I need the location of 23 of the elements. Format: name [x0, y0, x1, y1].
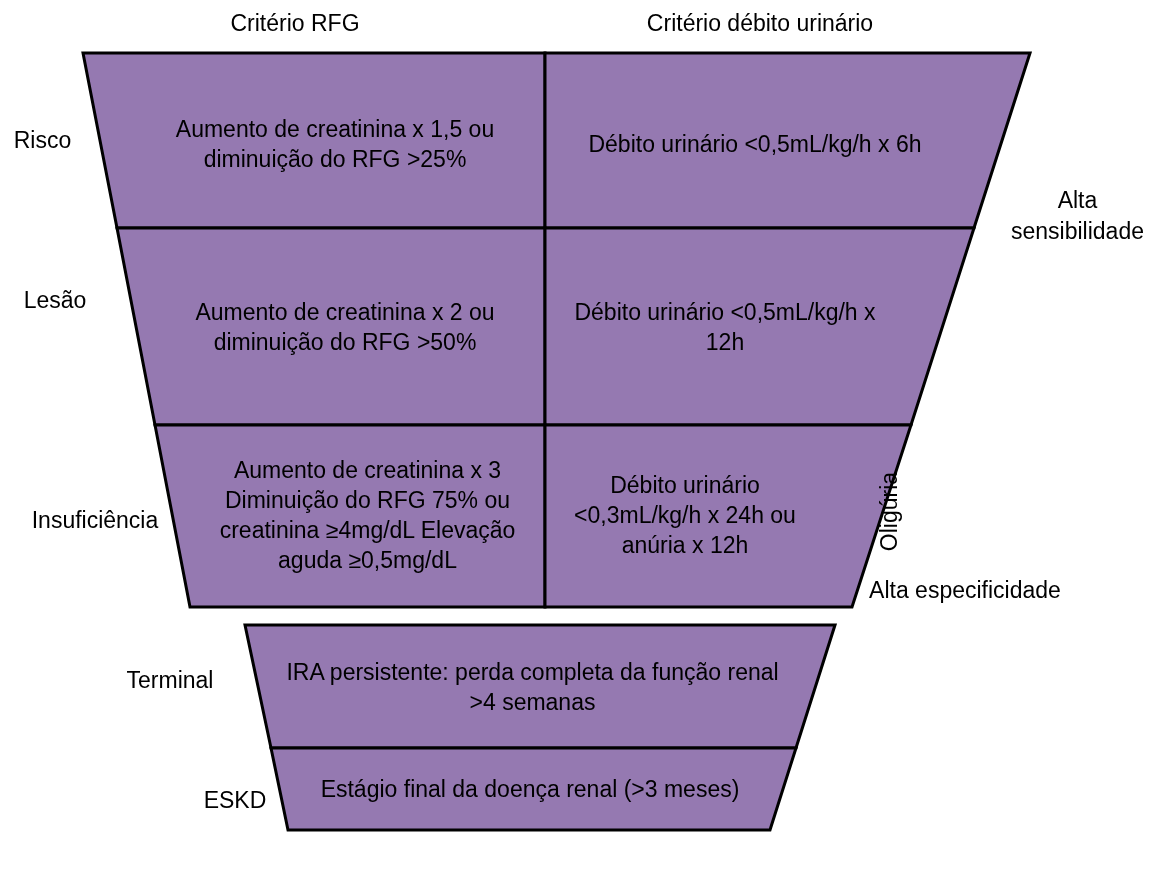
funnel-segment — [269, 746, 798, 832]
criteria-text: Aumento de creatinina x 3 Diminuição do RFG 75% ou creatinina ≥4mg/dL Elevação aguda ≥0,5mg/dL — [218, 456, 517, 575]
criteria-text: IRA persistente: perda completa da função renal >4 semanas — [285, 657, 780, 717]
funnel-segment — [543, 226, 976, 427]
row-heading: Insuficiência — [30, 506, 160, 535]
row-heading: Risco — [12, 126, 73, 155]
funnel-segment — [115, 226, 547, 427]
row-heading: Lesão — [22, 286, 88, 315]
funnel-segment — [543, 423, 913, 609]
criteria-text: Aumento de creatinina x 2 ou diminuição do RFG >50% — [194, 297, 496, 357]
funnel-segment — [81, 51, 547, 230]
funnel-segment — [243, 623, 837, 750]
column-heading: Critério débito urinário — [645, 9, 875, 38]
criteria-text: Débito urinário <0,5mL/kg/h x 6h — [587, 130, 923, 160]
column-heading: Critério RFG — [229, 9, 361, 38]
criteria-text: Débito urinário <0,5mL/kg/h x 12h — [573, 297, 877, 357]
row-heading: ESKD — [202, 786, 268, 815]
criteria-text: Aumento de creatinina x 1,5 ou diminuição do RFG >25% — [174, 115, 496, 174]
axis-note: Alta especificidade — [868, 576, 1062, 605]
criteria-text: Estágio final da doença renal (>3 meses) — [319, 775, 741, 805]
criteria-text: Débito urinário <0,3mL/kg/h x 24h ou anúria x 12h — [573, 471, 797, 560]
row-heading: Terminal — [125, 666, 215, 695]
axis-note: Alta sensibilidade — [1010, 186, 1145, 247]
